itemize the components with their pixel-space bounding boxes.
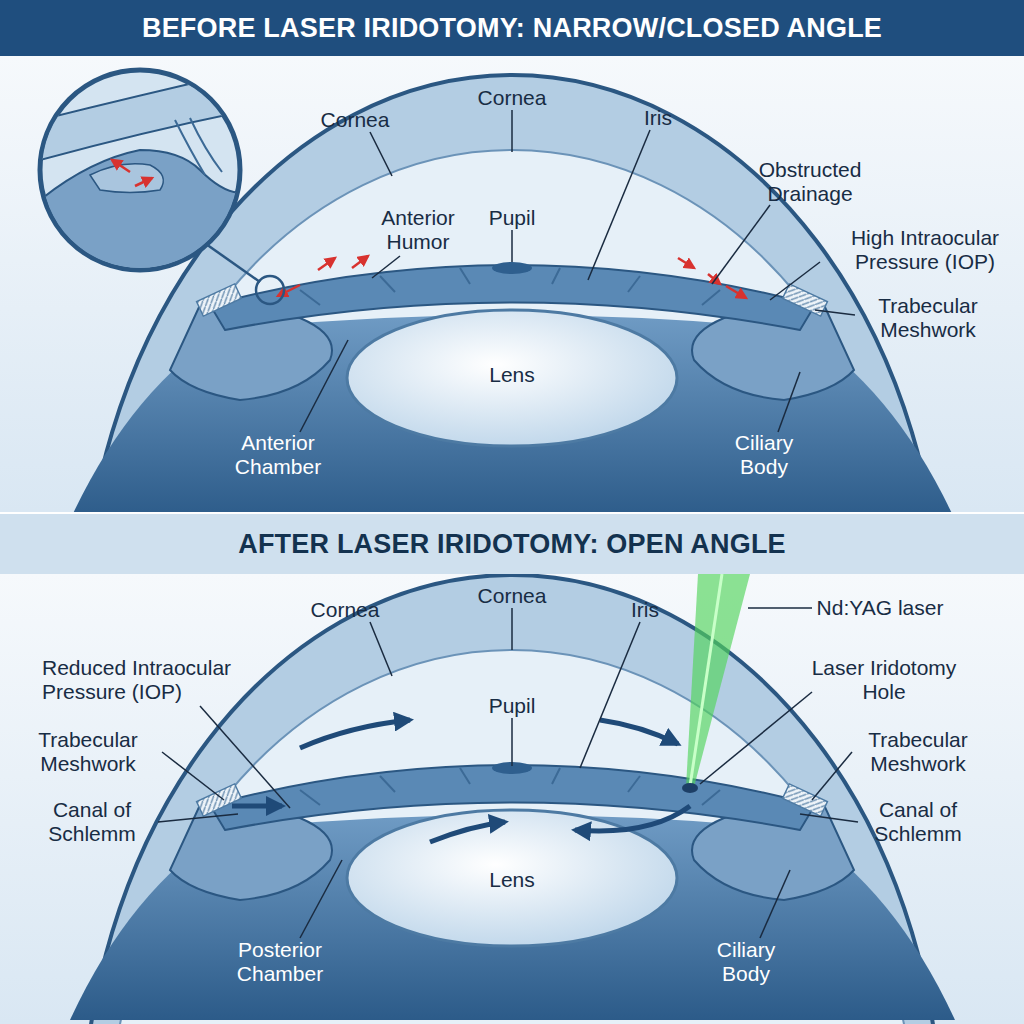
leader-line [511, 110, 513, 152]
leader-line [770, 262, 820, 300]
flow-arrow [232, 804, 282, 809]
iridotomy-hole [682, 783, 698, 793]
inset-detail [40, 70, 250, 280]
part-label: Laser Iridotomy Hole [809, 656, 959, 704]
part-label: Canal of Schlemm [853, 798, 983, 846]
inset-iris-root [40, 150, 250, 280]
part-label: Pupil [472, 694, 552, 718]
leader-line [370, 132, 392, 176]
part-label: Lens [472, 868, 552, 892]
leader-line [712, 205, 770, 284]
part-label: Posterior Chamber [215, 938, 345, 986]
part-label: Anterior Chamber [218, 431, 338, 479]
part-label: Obstructed Drainage [730, 158, 890, 206]
part-label: Nd:YAG laser [810, 596, 950, 620]
leader-line [372, 256, 400, 278]
leader-line [300, 860, 342, 938]
leader-line [511, 230, 513, 262]
panel-header-band: AFTER LASER IRIDOTOMY: OPEN ANGLE [0, 514, 1024, 574]
red-arrow [726, 286, 746, 298]
eye-after [70, 575, 955, 1024]
inset-target [256, 276, 284, 304]
red-arrow [278, 285, 300, 296]
flow-arrow [430, 822, 505, 842]
inset-meshwork [175, 118, 222, 175]
leader-line [812, 752, 852, 800]
bottom-panel [70, 575, 955, 1024]
red-arrow [318, 258, 335, 270]
leader-line [588, 130, 650, 280]
leader-line [815, 310, 855, 315]
inset-pointer [206, 244, 260, 282]
leader-line [511, 608, 513, 650]
leader-line [800, 814, 858, 822]
inset-angle [90, 164, 163, 193]
part-label: Cornea [305, 108, 405, 132]
leader-line [580, 622, 640, 768]
part-label: Cornea [295, 598, 395, 622]
aqueous-flow-arrows [232, 720, 690, 842]
panel-heading: BEFORE LASER IRIDOTOMY: NARROW/CLOSED AN… [142, 13, 882, 44]
part-label: Trabecular Meshwork [18, 728, 158, 776]
part-label: Cornea [462, 86, 562, 110]
leader-line [300, 340, 348, 432]
red-arrow [112, 160, 130, 172]
part-label: Trabecular Meshwork [858, 294, 998, 342]
red-arrow [135, 178, 152, 186]
flow-arrow [575, 806, 690, 831]
part-label: Iris [605, 598, 685, 622]
part-label: Iris [618, 106, 698, 130]
part-label: Pupil [472, 206, 552, 230]
leader-line [760, 870, 790, 938]
leader-line [778, 372, 800, 432]
leader-line [370, 622, 392, 676]
part-label: Ciliary Body [696, 938, 796, 986]
leader-line [748, 607, 812, 609]
panel-heading: AFTER LASER IRIDOTOMY: OPEN ANGLE [238, 529, 786, 560]
part-label: Canal of Schlemm [27, 798, 157, 846]
leader-line [158, 814, 238, 822]
laser-beam [686, 574, 750, 787]
leader-line [162, 752, 224, 800]
laser-core [690, 574, 722, 786]
leader-line [700, 692, 812, 784]
part-label: Ciliary Body [714, 431, 814, 479]
part-label: Reduced Intraocular Pressure (IOP) [42, 656, 262, 704]
blocked-flow-arrows [278, 256, 746, 298]
red-arrow [678, 258, 694, 268]
part-label: Cornea [462, 584, 562, 608]
leader-line [511, 718, 513, 766]
part-label: High Intraocular Pressure (IOP) [825, 226, 1024, 274]
part-label: Trabecular Meshwork [848, 728, 988, 776]
part-label: Lens [472, 363, 552, 387]
flow-arrow [600, 720, 678, 744]
panel-header-band: BEFORE LASER IRIDOTOMY: NARROW/CLOSED AN… [0, 0, 1024, 56]
inset-cornea [40, 70, 250, 160]
red-arrow [352, 256, 368, 268]
part-label: Anterior Humor [353, 206, 483, 254]
flow-arrow [300, 720, 410, 748]
